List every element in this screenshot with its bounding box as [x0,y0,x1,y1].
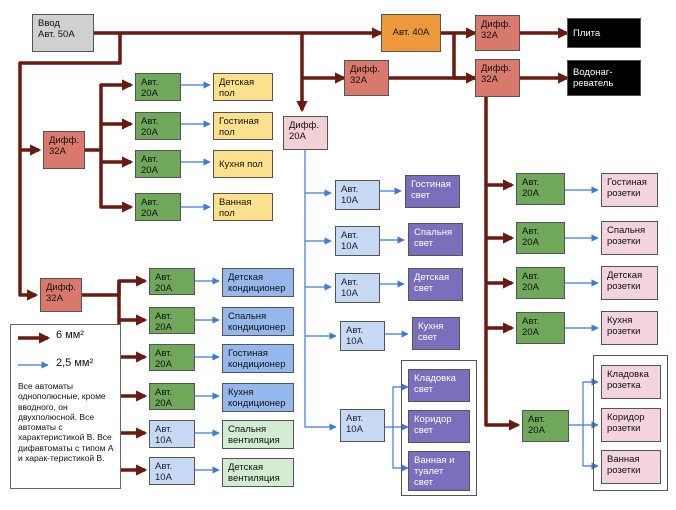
socket-breaker-2: Авт. 20А [516,222,565,254]
light-breaker-3: Авт. 10А [335,273,380,303]
light-breaker-4: Авт. 10А [340,321,385,351]
load-floor-kitchen: Кухня пол [213,150,273,178]
breaker-40a: Авт. 40А [381,14,441,52]
light-group-frame [401,360,477,496]
load-boiler: Водонаг- реватель [567,60,641,96]
diff-floor: Дифф. 32А [43,131,85,169]
floor-breaker-2: Авт. 20А [135,112,181,140]
thick-wires [18,27,570,476]
legend-swatches [18,332,51,369]
load-socket-living: Гостиная розетки [601,173,658,207]
socket-group-frame [593,355,668,491]
thin-wires [181,81,599,474]
floor-breaker-4: Авт. 20А [135,193,181,221]
load-socket-kids: Детская розетки [601,266,658,300]
legend-thin-label: 2,5 мм² [56,357,94,369]
load-light-bath: Ванная и туалет свет [408,451,470,491]
load-light-corridor: Коридор свет [408,410,470,443]
ac-breaker-1: Авт. 20А [149,268,195,295]
load-light-bedroom: Спальня свет [408,223,463,256]
load-floor-living: Гостиная пол [213,112,273,140]
legend: 6 мм² 2,5 мм² Все автоматы однополюсные,… [10,324,121,489]
wire-to-diff-boiler2 [452,33,478,84]
legend-thick-label: 6 мм² [56,329,84,341]
load-plita: Плита [567,18,641,48]
diff-sockets: Дифф. 32А [344,60,389,96]
ac-breaker-2: Авт. 20А [149,307,195,334]
load-light-kitchen: Кухня свет [412,317,460,350]
load-light-living: Гостиная свет [405,175,460,208]
load-socket-bedroom: Спальня розетки [601,221,658,255]
light-breaker-2: Авт. 10А [335,226,380,256]
load-vent-kids: Детская вентиляция [222,458,294,487]
light-breaker-1: Авт. 10А [335,180,380,210]
wire-socket-bus [389,76,515,191]
diff-ac: Дифф. 32А [40,278,82,312]
load-socket-bath: Ванная розетки [601,450,661,484]
vent-breaker-2: Авт. 10А [149,457,195,485]
socket-breaker-3: Авт. 20А [516,267,565,299]
legend-note: Все автоматы однополюсные, кроме вводног… [18,381,114,464]
socket-breaker-5: Авт. 20А [522,410,569,442]
load-ac-kids: Детская кондиционер [222,268,294,297]
load-floor-kids: Детская пол [213,73,273,101]
load-light-storage: Кладовка свет [408,369,470,402]
main-input-breaker: Ввод Авт. 50А [32,14,94,52]
load-ac-living: Гостиная кондиционер [222,344,294,373]
ac-breaker-3: Авт. 20А [149,344,195,371]
load-ac-kitchen: Кухня кондиционер [222,383,294,412]
diff-boiler: Дифф. 32А [475,59,520,97]
diff-light: Дифф. 20А [283,116,328,150]
vent-breaker-1: Авт. 10А [149,420,195,448]
load-ac-bedroom: Спальня кондиционер [222,307,294,336]
floor-breaker-1: Авт. 20А [135,73,181,101]
ac-breaker-4: Авт. 20А [149,383,195,410]
wire-floor-bus [85,79,134,152]
wire-left-branch [18,33,122,301]
load-socket-storage: Кладовка розетка [601,365,661,399]
load-vent-bedroom: Спальня вентиляция [222,420,294,449]
floor-breaker-3: Авт. 20А [135,150,181,178]
load-floor-bath: Ванная пол [213,193,273,221]
socket-breaker-4: Авт. 20А [516,312,565,344]
socket-breaker-1: Авт. 20А [516,173,565,205]
diff-plita: Дифф. 32А [475,15,520,51]
light-breaker-5: Авт. 10А [340,409,385,442]
load-socket-kitchen: Кухня розетки [601,311,658,345]
load-light-kids: Детская свет [408,268,463,301]
wire-ac-bus [82,275,148,297]
load-socket-corridor: Коридор розетки [601,408,661,442]
